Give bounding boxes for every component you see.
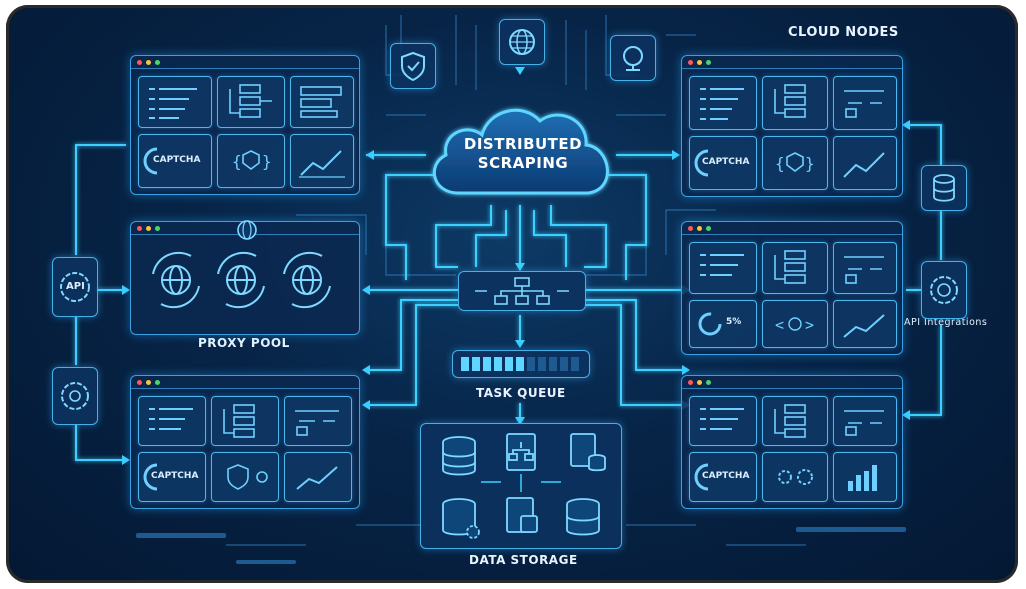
code-panel: {}: [762, 136, 828, 190]
captcha-panel: CAPTCHA: [689, 452, 757, 502]
task-queue-label: TASK QUEUE: [476, 386, 566, 400]
cloud-nodes-label: CLOUD NODES: [788, 25, 899, 40]
cloud-title-line1: DISTRIBUTED: [463, 135, 583, 153]
captcha-text: CAPTCHA: [151, 471, 199, 481]
process-panel: [833, 396, 897, 446]
chart-icon: [843, 314, 885, 338]
captcha-text: CAPTCHA: [153, 155, 201, 165]
chart-panel: [833, 136, 897, 190]
queue-slots: [461, 357, 579, 371]
task-queue-bar: [452, 350, 590, 378]
captcha-panel: CAPTCHA: [689, 136, 757, 190]
chart-icon: [299, 150, 345, 178]
process-panel: [833, 242, 897, 294]
chart-icon: [296, 466, 338, 490]
list-panel: [138, 396, 206, 446]
list-panel: [689, 396, 757, 446]
svg-text:{: {: [775, 154, 785, 173]
shield-badge: [390, 43, 436, 89]
captcha-icon: [143, 463, 158, 491]
code-shield-icon: {}: [232, 150, 272, 171]
security-panel: [211, 452, 279, 502]
central-dispatcher: [458, 271, 586, 311]
location-pin-icon: [623, 46, 643, 71]
svg-text:{: {: [232, 152, 242, 171]
percent-text: 5%: [726, 317, 742, 327]
svg-text:>: >: [805, 316, 814, 334]
process-panel: [284, 396, 352, 446]
diagram-frame: DISTRIBUTED SCRAPING CLOUD NODES PROXY P…: [6, 5, 1018, 583]
gear-icon: [60, 272, 90, 302]
shield-icon: [401, 51, 425, 82]
gear-icon: [61, 382, 89, 410]
captcha-icon: [694, 149, 709, 177]
flow-panel: [211, 396, 279, 446]
cloud-node-window-left-bottom: CAPTCHA: [130, 375, 360, 509]
bar-chart-panel: [833, 452, 897, 502]
proxy-pool-label: PROXY POOL: [198, 336, 290, 350]
circuit-wires: [75, 15, 942, 564]
cloud-node-window-right-top: CAPTCHA {}: [681, 55, 903, 197]
storage-icons: [442, 433, 606, 539]
gear-panel: [762, 452, 828, 502]
process-panel: [833, 76, 897, 130]
globe-badge: [499, 19, 545, 65]
captcha-panel: CAPTCHA: [138, 452, 206, 502]
database-icon: [933, 174, 955, 202]
gear-icon: [930, 276, 958, 304]
proxy-globes: [152, 251, 331, 309]
api-badge: API: [52, 257, 98, 317]
hierarchy-icon: [475, 277, 569, 305]
flow-panel: [217, 76, 285, 128]
chart-panel: [833, 300, 897, 348]
gear-icon: [778, 469, 813, 485]
settings-badge: [52, 367, 98, 425]
captcha-icon: [143, 147, 158, 175]
cloud-node-window-right-bottom: CAPTCHA: [681, 375, 903, 509]
list-panel: [138, 76, 212, 128]
code-panel: <>: [762, 300, 828, 348]
list-panel: [689, 76, 757, 130]
proxy-pool-window: [130, 220, 360, 335]
cloud-icon: [433, 108, 609, 195]
chart-panel: [290, 134, 354, 188]
cloud-title: DISTRIBUTED SCRAPING: [418, 135, 628, 173]
api-text: API: [66, 281, 85, 292]
database-badge: [921, 165, 967, 211]
progress-ring-icon: [698, 312, 722, 336]
cloud-title-line2: SCRAPING: [477, 154, 569, 172]
progress-panel: 5%: [689, 300, 757, 348]
globe-icon: [509, 29, 535, 55]
captcha-panel: CAPTCHA: [138, 134, 212, 188]
globe-small-icon: [237, 220, 257, 240]
svg-text:<: <: [775, 316, 784, 334]
process-panel: [290, 76, 354, 128]
bar-chart-icon: [848, 465, 877, 491]
svg-text:}: }: [262, 152, 272, 171]
cloud-node-window-left-top: CAPTCHA {}: [130, 55, 360, 195]
location-badge: [610, 35, 656, 81]
data-storage-label: DATA STORAGE: [469, 553, 578, 567]
chart-panel: [284, 452, 352, 502]
shield-icon: [227, 464, 268, 490]
code-icon: <>: [775, 316, 814, 334]
svg-text:}: }: [805, 154, 815, 173]
captcha-text: CAPTCHA: [702, 471, 750, 481]
api-integrations-label: API Integrations: [904, 317, 988, 328]
cloud-node-window-right-middle: 5% <>: [681, 221, 903, 355]
code-panel: {}: [217, 134, 285, 188]
chart-icon: [843, 152, 885, 178]
flow-panel: [762, 76, 828, 130]
list-panel: [689, 242, 757, 294]
captcha-icon: [694, 463, 709, 491]
captcha-text: CAPTCHA: [702, 157, 750, 167]
code-shield-icon: {}: [775, 152, 815, 173]
flow-panel: [762, 242, 828, 294]
api-integration-badge: [921, 261, 967, 319]
data-storage-panel: [420, 423, 622, 549]
flow-panel: [762, 396, 828, 446]
